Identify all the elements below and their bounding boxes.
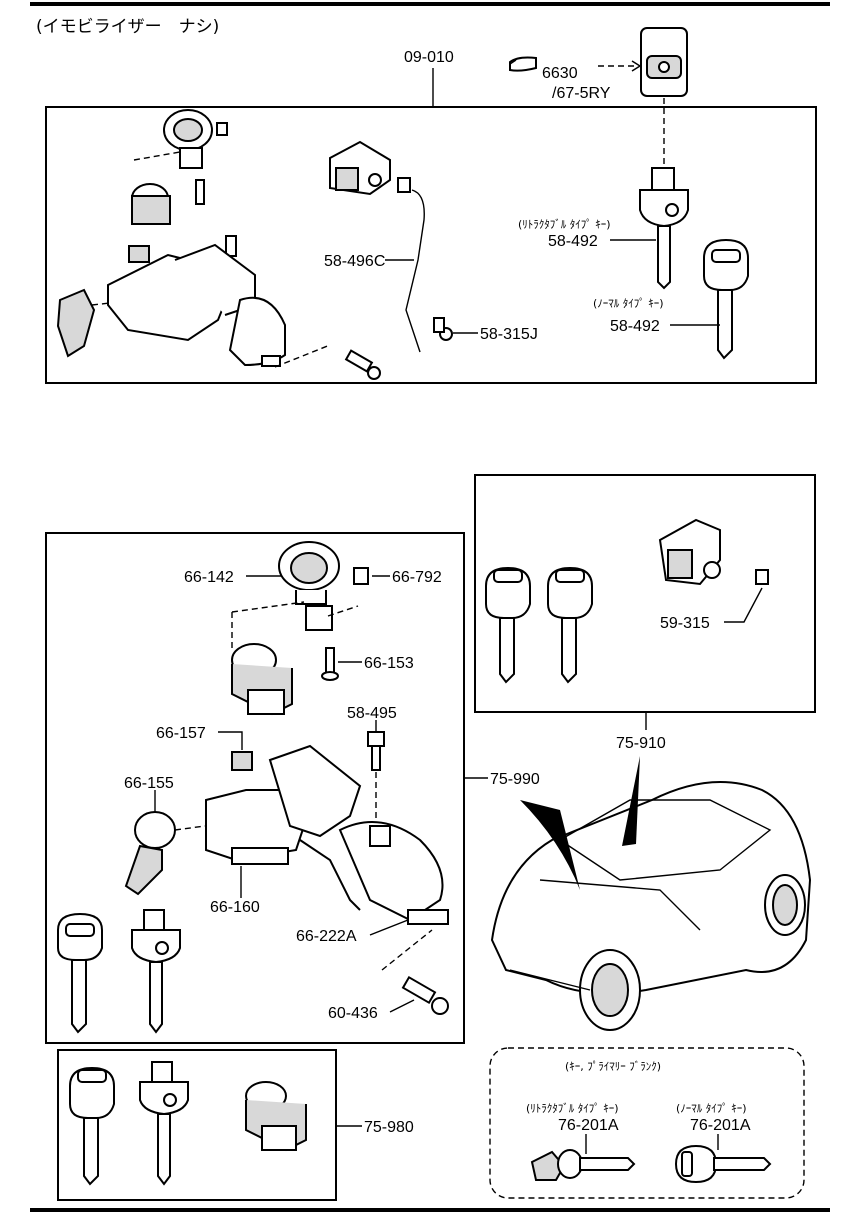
part-58-495-icon [367,731,385,771]
pointer-arrow-door [622,756,640,846]
steering-lock-body-icon [205,744,449,925]
label-75-910[interactable]: 75-910 [616,735,666,752]
part-66-142-icon [278,541,340,631]
label-58-495[interactable]: 58-495 [347,705,397,722]
label-60-436[interactable]: 60-436 [328,1005,378,1022]
ref-sub: /67-5RY [552,85,611,102]
blank-group-box [489,1047,805,1199]
label-66-792[interactable]: 66-792 [392,569,442,586]
label-58-315j[interactable]: 58-315J [480,326,538,343]
top-group-box [45,106,817,384]
label-58-492-normal[interactable]: 58-492 [610,318,660,335]
pointer-arrow-ignition [520,800,580,890]
label-66-222a[interactable]: 66-222A [296,928,357,945]
label-09-010[interactable]: 09-010 [404,49,454,66]
bottom-rule [30,1208,830,1212]
label-76-201a-normal[interactable]: 76-201A [690,1117,751,1134]
label-58-492-retract[interactable]: 58-492 [548,233,598,250]
main-group-box [45,532,465,1044]
part-60-436-icon [401,975,449,1015]
label-66-155[interactable]: 66-155 [124,775,174,792]
label-59-315[interactable]: 59-315 [660,615,710,632]
door-normal-key-2-icon [547,566,593,684]
door-group-box [474,474,816,713]
label-75-990[interactable]: 75-990 [490,771,540,788]
car-illustration [490,781,812,1031]
ref-code-6630[interactable]: 6630 [542,65,578,82]
part-66-153-icon [321,647,339,681]
label-58-496c[interactable]: 58-496C [324,253,385,270]
lower-retract-key-icon [139,1061,189,1186]
part-66-792-icon [353,567,369,585]
top-door-lock-assembly [329,140,453,353]
part-66-157-icon [231,751,253,771]
label-76-201a-retract[interactable]: 76-201A [558,1117,619,1134]
blank-retract-key-icon [530,1149,636,1181]
door-normal-key-1-icon [485,566,531,684]
top-lock-cylinder-assembly [56,109,381,380]
note-normal-top: (ﾉｰﾏﾙ ﾀｲﾌﾟ ｷｰ) [593,297,664,310]
main-normal-key-icon [57,912,103,1034]
door-lock-cylinder-icon [658,518,769,586]
top-normal-key-icon [703,238,749,360]
lock-cylinder-icon [231,643,293,716]
part-66-155-icon [124,811,176,896]
lower-lock-cylinder-icon [245,1081,307,1152]
blank-group-title: (ｷｰ, ﾌﾟﾗｲﾏﾘｰ ﾌﾞﾗﾝｸ) [565,1060,661,1073]
top-rule [30,2,830,6]
blank-retract-note: (ﾘﾄﾗｸﾀﾌﾞﾙ ﾀｲﾌﾟ ｷｰ) [526,1102,619,1115]
blank-normal-key-icon [674,1144,772,1184]
lower-normal-key-icon [69,1066,115,1186]
lower-group-box [57,1049,337,1201]
blank-normal-note: (ﾉｰﾏﾙ ﾀｲﾌﾟ ｷｰ) [676,1102,747,1115]
pointing-hand-icon [509,56,537,72]
remote-fob-icon [640,27,688,97]
top-retractable-key-icon [639,167,689,290]
label-66-142[interactable]: 66-142 [184,569,234,586]
label-75-980[interactable]: 75-980 [364,1119,414,1136]
label-66-160[interactable]: 66-160 [210,899,260,916]
label-66-157[interactable]: 66-157 [156,725,206,742]
note-retract-top: (ﾘﾄﾗｸﾀﾌﾞﾙ ﾀｲﾌﾟ ｷｰ) [518,218,611,231]
label-66-153[interactable]: 66-153 [364,655,414,672]
page-title: (イモビライザー ナシ) [36,17,219,37]
main-retract-key-icon [131,909,181,1034]
